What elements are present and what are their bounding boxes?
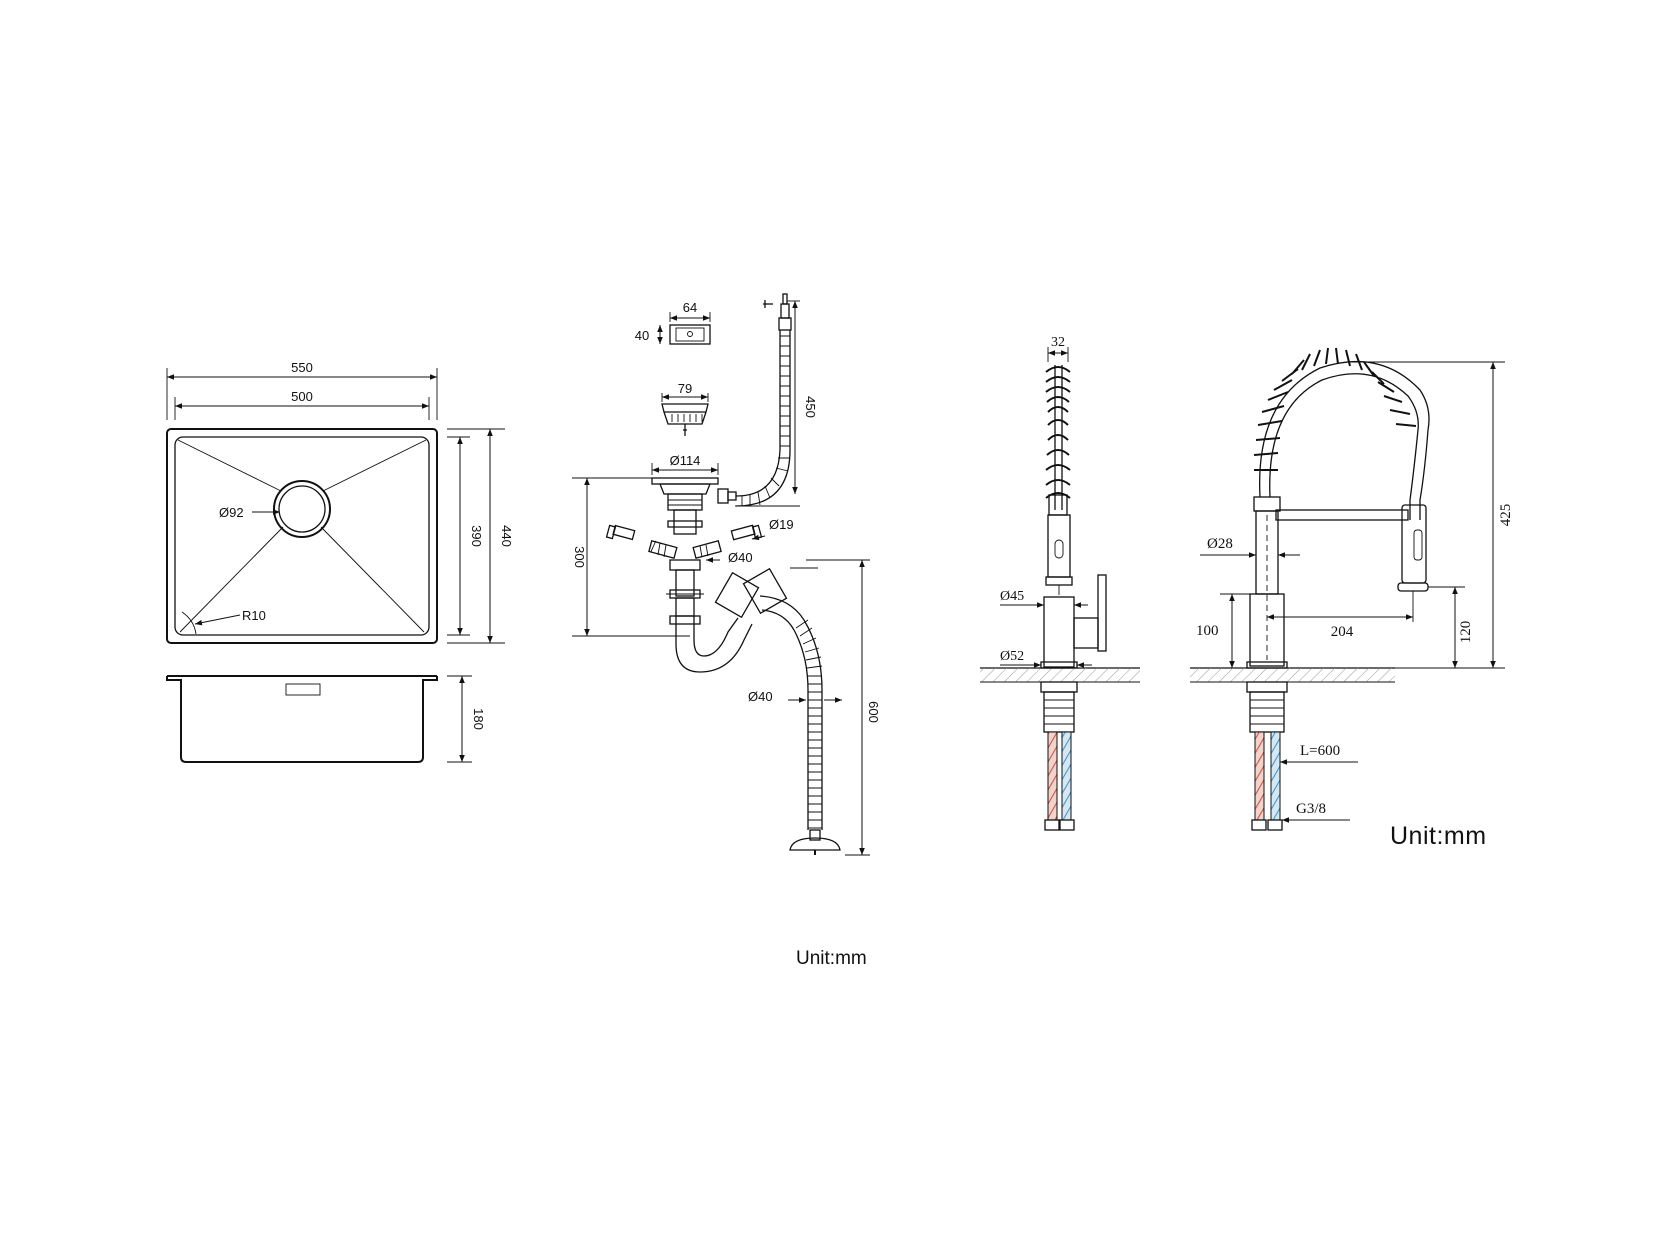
dim-width-inner: 500 (291, 389, 313, 404)
faucet-side-view (980, 347, 1140, 831)
dim-hose-length-faucet: L=600 (1300, 743, 1340, 759)
dim-sink-height: 180 (471, 708, 486, 730)
dim-head-width: 32 (1051, 335, 1065, 350)
dim-thread: G3/8 (1296, 801, 1326, 817)
sink-side-view (166, 675, 472, 763)
sink-top-view (166, 368, 505, 644)
drain-assembly (572, 293, 870, 856)
dim-basket-width: 64 (683, 300, 697, 315)
dim-drain-dia: Ø92 (219, 505, 244, 520)
dim-basket-height: 40 (635, 328, 649, 343)
dim-radius: R10 (242, 608, 266, 623)
dim-pipe-dia: Ø40 (728, 550, 753, 565)
dim-overflow-dia: Ø19 (769, 517, 794, 532)
faucet-front-view (1190, 347, 1505, 831)
dim-trap-height: 300 (572, 546, 587, 568)
dim-flange: Ø114 (670, 453, 701, 468)
dim-stem-dia: Ø28 (1207, 536, 1233, 552)
dim-base-dia: Ø52 (1000, 649, 1024, 664)
dim-body-height: 100 (1196, 623, 1219, 639)
dim-depth-inner: 390 (469, 525, 484, 547)
dim-overflow-length: 450 (803, 396, 818, 418)
dim-depth-outer: 440 (499, 525, 514, 547)
unit-label-main: Unit:mm (1390, 822, 1487, 850)
dim-total-height: 425 (1498, 504, 1514, 527)
dim-body-dia: Ø45 (1000, 589, 1024, 604)
dim-hose-length: 600 (866, 701, 881, 723)
dim-spout-height: 120 (1458, 621, 1474, 644)
unit-label-sub: Unit:mm (796, 948, 867, 969)
dim-reach: 204 (1331, 624, 1354, 640)
dim-hose-dia: Ø40 (748, 689, 773, 704)
dim-strainer: 79 (678, 381, 692, 396)
dim-width-outer: 550 (291, 360, 313, 375)
